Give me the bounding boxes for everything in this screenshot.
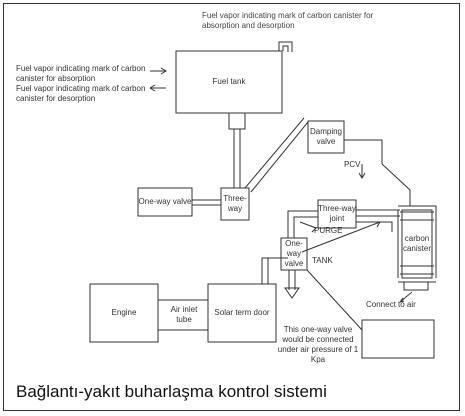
label-engine: Engine — [111, 308, 137, 317]
diagram-frame — [3, 3, 460, 411]
note-box — [361, 319, 435, 359]
label-fuel-tank: Fuel tank — [212, 77, 246, 86]
label-one-way-valve-center: One-way valve — [284, 239, 304, 268]
diagram-caption: Bağlantı-yakıt buharlaşma kontrol sistem… — [16, 382, 327, 401]
three-way-left-box — [220, 187, 250, 221]
label-top-mark: Fuel vapor indicating mark of carbon can… — [202, 11, 374, 30]
label-absorption-mark: Fuel vapor indicating mark of carbon can… — [16, 64, 146, 83]
label-note: This one-way valve would be connected un… — [277, 325, 359, 364]
label-purge: PURGE — [314, 226, 343, 235]
note-leader-line — [306, 269, 363, 331]
label-solar-term-door: Solar term door — [214, 308, 270, 317]
one-way-valve-left-box — [137, 187, 193, 217]
tank-valve-box — [228, 112, 246, 130]
label-tank: TANK — [312, 256, 333, 265]
tank-arrow — [301, 221, 381, 253]
air-arrow — [399, 291, 413, 303]
label-pcv: PCV — [344, 160, 361, 169]
label-one-way-valve-left: One-way valve — [138, 197, 192, 206]
arrow-desorption — [149, 84, 166, 92]
tank-top-pipe — [278, 41, 293, 52]
label-three-way-left: Three-way — [223, 194, 247, 213]
one-way-valve-center-box — [280, 237, 308, 271]
carbon-canister-box — [401, 209, 433, 279]
label-desorption-mark: Fuel vapor indicating mark of carbon can… — [16, 84, 146, 103]
arrow-absorption — [150, 67, 167, 75]
label-air-inlet-tube: Air inlet tube — [170, 305, 198, 324]
engine-box — [89, 283, 159, 343]
pcv-arrow — [358, 164, 366, 179]
label-damping-valve: Damping valve — [309, 127, 342, 146]
three-way-joint-box — [317, 199, 357, 229]
label-carbon-canister: carbon canister — [402, 234, 431, 253]
purge-arrow — [299, 221, 317, 233]
label-connect-to-air: Connect to air — [366, 300, 416, 309]
damping-valve-box — [307, 120, 345, 154]
label-three-way-joint: Three-way joint — [318, 204, 356, 223]
solar-term-door-box — [207, 283, 277, 343]
